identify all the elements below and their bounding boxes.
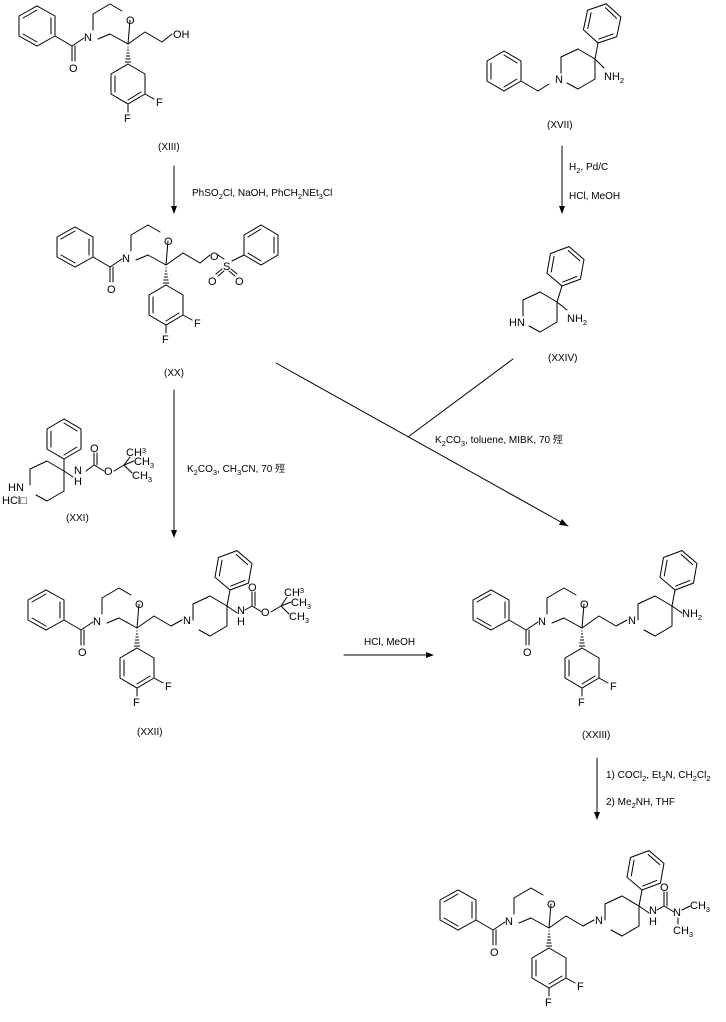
atom-ch3: CH3 [289, 611, 309, 625]
atom-ch3: CH3 [132, 470, 152, 484]
atom-n: N [122, 253, 130, 265]
atom-o-carbonyl: O [78, 647, 87, 659]
compound-label-xxii: (XXII) [137, 727, 163, 738]
arrow-step6 [594, 757, 600, 820]
condition-step6-line2: 2) Me2NH, THF [606, 797, 675, 810]
atom-n-piperidine: N [628, 615, 636, 627]
atom-o-carbonyl: O [490, 947, 499, 959]
arrow-step2 [559, 145, 565, 214]
atom-hn: HN [509, 317, 525, 329]
atom-o-carbonyl: O [523, 647, 532, 659]
compound-label-xx: (XX) [164, 368, 184, 379]
atom-ch3: CH3 [134, 456, 154, 470]
condition-step6-line1: 1) COCl2, Et3N, CH2Cl2 [606, 770, 711, 783]
condition-step5: HCl, MeOH [364, 637, 415, 648]
atom-n-dimethyl: N [673, 907, 681, 919]
atom-n: N [555, 74, 563, 86]
condition-step4: K2CO3, toluene, MIBK, 70 殌 [435, 434, 563, 448]
atom-o: O [547, 899, 556, 911]
atom-n-piperidine: N [595, 915, 603, 927]
atom-f: F [610, 681, 617, 693]
arrow-step1 [171, 165, 177, 214]
atom-f: F [124, 113, 131, 125]
compound-label-xxiii: (XXIII) [582, 730, 610, 741]
atom-o-sulfonyl: O [235, 276, 244, 288]
atom-ch3: CH3 [126, 446, 146, 459]
arrow-step5 [343, 652, 434, 658]
compound-xxiii: O N O N NH2 F F [472, 547, 702, 709]
atom-o: O [164, 236, 173, 248]
condition-step3: K2CO3, CH3CN, 70 殌 [187, 463, 285, 477]
atom-nh2: NH2 [567, 313, 587, 327]
compound-label-xxi: (XXI) [66, 513, 89, 524]
atom-nh2: NH2 [682, 608, 702, 622]
atom-o-ester: O [210, 251, 219, 263]
atom-nh2: NH2 [604, 71, 624, 85]
compound-xxii: O N O N N H O O CH3 CH3 CH3 F F [27, 547, 311, 709]
hcl-salt: HCl□ [2, 495, 27, 507]
atom-f: F [162, 334, 169, 346]
atom-o-ester: O [104, 466, 113, 478]
atom-n: N [538, 616, 546, 628]
atom-h: H [237, 616, 245, 628]
atom-o-carbonyl: O [248, 582, 257, 594]
atom-s: S [223, 261, 230, 273]
atom-f: F [194, 318, 201, 330]
atom-n: N [84, 32, 92, 44]
compound-label-xxiv: (XXIV) [548, 353, 577, 364]
atom-n: N [74, 465, 82, 477]
compound-xxiv: HN NH2 [509, 243, 587, 333]
atom-f: F [133, 697, 140, 709]
arrow-step3 [171, 389, 177, 538]
compound-xvii: N NH2 [486, 0, 624, 92]
condition-step2-line2: HCl, MeOH [569, 191, 620, 202]
atom-o-sulfonyl: O [208, 276, 217, 288]
atom-o-carbonyl: O [107, 284, 116, 296]
compound-xx: O N O O S O O F F [56, 224, 279, 346]
atom-n-piperidine: N [183, 615, 191, 627]
atom-o-carbonyl: O [90, 443, 99, 455]
atom-n: N [649, 905, 657, 917]
atom-f: F [577, 981, 584, 993]
compound-label-xiii: (XIII) [158, 142, 180, 153]
atom-n: N [93, 616, 101, 628]
compound-final-product: O N O N N H O N CH3 CH3 F F [439, 847, 710, 1009]
atom-ch3: CH3 [291, 597, 311, 611]
compound-xxi: HN N H O O CH3 CH3 CH3 [8, 418, 154, 502]
atom-ch3: CH3 [673, 925, 693, 939]
atom-hn: HN [8, 482, 24, 494]
atom-f: F [578, 697, 585, 709]
atom-f: F [156, 97, 163, 109]
atom-f: F [545, 997, 552, 1009]
atom-o-carbonyl: O [69, 63, 78, 75]
atom-h: H [74, 476, 82, 488]
atom-o: O [135, 599, 144, 611]
atom-o: O [580, 599, 589, 611]
atom-ch3: CH3 [690, 900, 710, 914]
arrow-step4 [275, 358, 569, 527]
atom-h: H [649, 916, 657, 928]
atom-f: F [165, 681, 172, 693]
atom-oh: OH [173, 29, 190, 41]
atom-o-urea: O [660, 882, 669, 894]
condition-step2-line1: H2, Pd/C [569, 162, 608, 175]
atom-o: O [126, 15, 135, 27]
atom-o-ester: O [261, 607, 270, 619]
atom-ch3: CH3 [284, 586, 304, 599]
compound-label-xvii: (XVII) [547, 120, 573, 131]
atom-n: N [505, 916, 513, 928]
condition-step1: PhSO2Cl, NaOH, PhCH2NEt3Cl [192, 188, 332, 201]
atom-n: N [237, 605, 245, 617]
compound-xiii: O N O OH F F [18, 3, 190, 125]
